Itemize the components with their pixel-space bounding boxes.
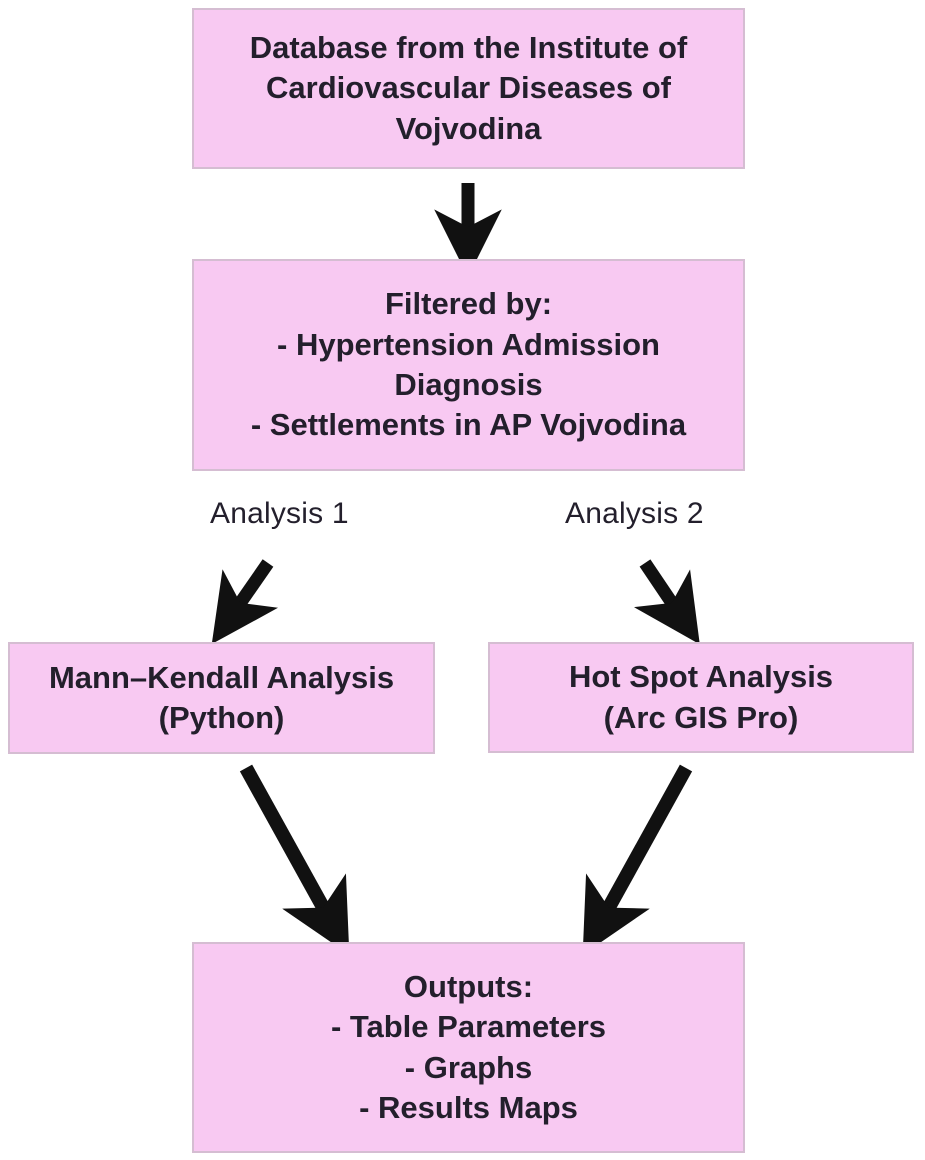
arrow-filter-to-hot-spot: [633, 559, 700, 645]
node-hot-spot-analysis: Hot Spot Analysis (Arc GIS Pro): [488, 642, 914, 753]
node-filter-criteria: Filtered by: - Hypertension Admission Di…: [192, 259, 745, 471]
node-mann-kendall-analysis: Mann–Kendall Analysis (Python): [8, 642, 435, 754]
node-filter-criteria-label: Filtered by: - Hypertension Admission Di…: [250, 286, 687, 443]
node-mann-kendall-analysis-label: Mann–Kendall Analysis (Python): [48, 659, 395, 735]
arrow-mann-kendall-to-outputs: [239, 764, 350, 955]
arrow-hot-spot-to-outputs: [582, 764, 693, 955]
node-outputs: Outputs: - Table Parameters - Graphs - R…: [192, 942, 745, 1153]
node-hot-spot-analysis-label: Hot Spot Analysis (Arc GIS Pro): [568, 659, 834, 735]
node-database-source: Database from the Institute of Cardiovas…: [192, 8, 745, 169]
edge-label-analysis-1: Analysis 1: [210, 497, 349, 530]
node-outputs-label: Outputs: - Table Parameters - Graphs - R…: [330, 968, 607, 1125]
edge-label-analysis-2: Analysis 2: [565, 497, 704, 530]
node-database-source-label: Database from the Institute of Cardiovas…: [249, 30, 688, 146]
arrow-filter-to-mann-kendall: [211, 559, 279, 645]
